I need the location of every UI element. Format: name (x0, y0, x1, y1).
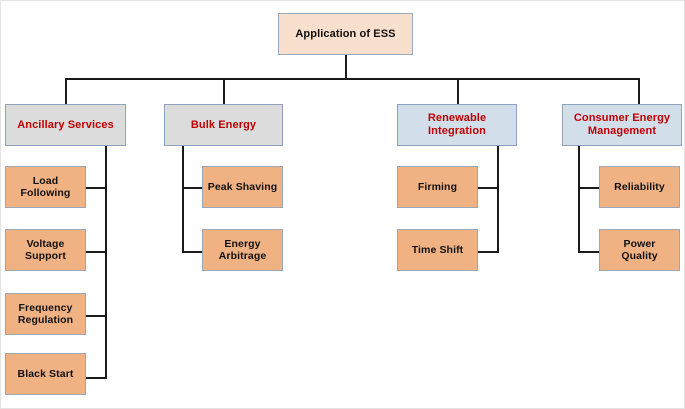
node-label: Peak Shaving (207, 180, 278, 193)
node-application-of-ess[interactable]: Application of ESS (278, 13, 413, 55)
connector-stub-energy-arbitrage (182, 251, 203, 253)
node-label: Ancillary Services (17, 118, 114, 131)
connector-trunk-ancillary (105, 145, 107, 379)
node-label: Energy Arbitrage (218, 237, 267, 262)
node-label: Consumer Energy Management (573, 112, 671, 137)
node-label: Application of ESS (295, 27, 396, 40)
node-reliability[interactable]: Reliability (599, 166, 680, 208)
node-label: Load Following (20, 174, 71, 199)
node-label: Bulk Energy (190, 118, 257, 131)
connector-stub-time-shift (478, 251, 499, 253)
node-time-shift[interactable]: Time Shift (397, 229, 478, 271)
node-consumer-energy-management[interactable]: Consumer Energy Management (562, 104, 682, 146)
connector-stub-reliability (578, 187, 599, 189)
connector-stub-load-following (86, 187, 107, 189)
node-power-quality[interactable]: Power Quality (599, 229, 680, 271)
node-load-following[interactable]: Load Following (5, 166, 86, 208)
node-label: Renewable Integration (427, 112, 487, 137)
node-bulk-energy[interactable]: Bulk Energy (164, 104, 283, 146)
connector-stub-voltage-support (86, 251, 107, 253)
node-label: Black Start (17, 367, 74, 380)
connector-trunk-consumer (578, 145, 580, 253)
connector-stub-firming (478, 187, 499, 189)
node-label: Voltage Support (25, 237, 66, 262)
node-label: Power Quality (621, 237, 658, 262)
node-renewable-integration[interactable]: Renewable Integration (397, 104, 517, 146)
node-label: Time Shift (411, 243, 464, 256)
connector-root-stem (345, 54, 347, 79)
connector-stub-peak-shaving (182, 187, 203, 189)
connector-drop-ancillary (65, 78, 67, 104)
connector-stub-black-start (86, 377, 107, 379)
node-frequency-regulation[interactable]: Frequency Regulation (5, 293, 86, 335)
node-peak-shaving[interactable]: Peak Shaving (202, 166, 283, 208)
node-energy-arbitrage[interactable]: Energy Arbitrage (202, 229, 283, 271)
node-voltage-support[interactable]: Voltage Support (5, 229, 86, 271)
connector-root-bus (65, 78, 639, 80)
node-label: Reliability (614, 180, 665, 193)
node-ancillary-services[interactable]: Ancillary Services (5, 104, 126, 146)
node-black-start[interactable]: Black Start (5, 353, 86, 395)
connector-trunk-renewable (497, 145, 499, 253)
connector-stub-power-quality (578, 251, 599, 253)
connector-trunk-bulk (182, 145, 184, 253)
node-firming[interactable]: Firming (397, 166, 478, 208)
connector-drop-renewable (457, 78, 459, 104)
connector-drop-consumer (638, 78, 640, 104)
node-label: Firming (417, 180, 458, 193)
node-label: Frequency Regulation (17, 301, 74, 326)
connector-stub-frequency-regulation (86, 315, 107, 317)
connector-drop-bulk (223, 78, 225, 104)
